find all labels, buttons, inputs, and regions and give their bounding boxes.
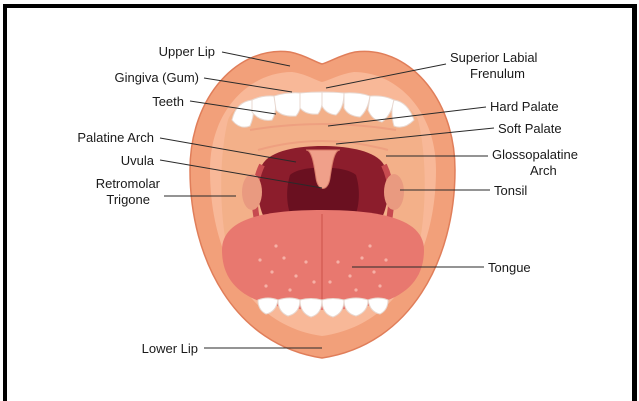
label-hard-palate: Hard Palate [490,99,559,114]
label-palatine-arch: Palatine Arch [77,130,154,145]
label-soft-palate: Soft Palate [498,121,562,136]
label-gingiva: Gingiva (Gum) [114,70,199,85]
label-retromolar-line1: Retromolar [96,176,161,191]
label-retromolar-line2: Trigone [106,192,150,207]
label-tonsil: Tonsil [494,183,527,198]
label-superior-labial-line2: Frenulum [470,66,525,81]
label-glossopalatine-line2: Arch [530,163,557,178]
label-upper-lip: Upper Lip [159,44,215,59]
label-glossopalatine-line1: Glossopalatine [492,147,578,162]
label-lower-lip: Lower Lip [142,341,198,356]
tonsil-left [242,174,262,210]
label-superior-labial-line1: Superior Labial [450,50,538,65]
label-uvula: Uvula [121,153,155,168]
label-teeth: Teeth [152,94,184,109]
tonsil-right [384,174,404,210]
label-tongue: Tongue [488,260,531,275]
tongue [222,210,424,310]
